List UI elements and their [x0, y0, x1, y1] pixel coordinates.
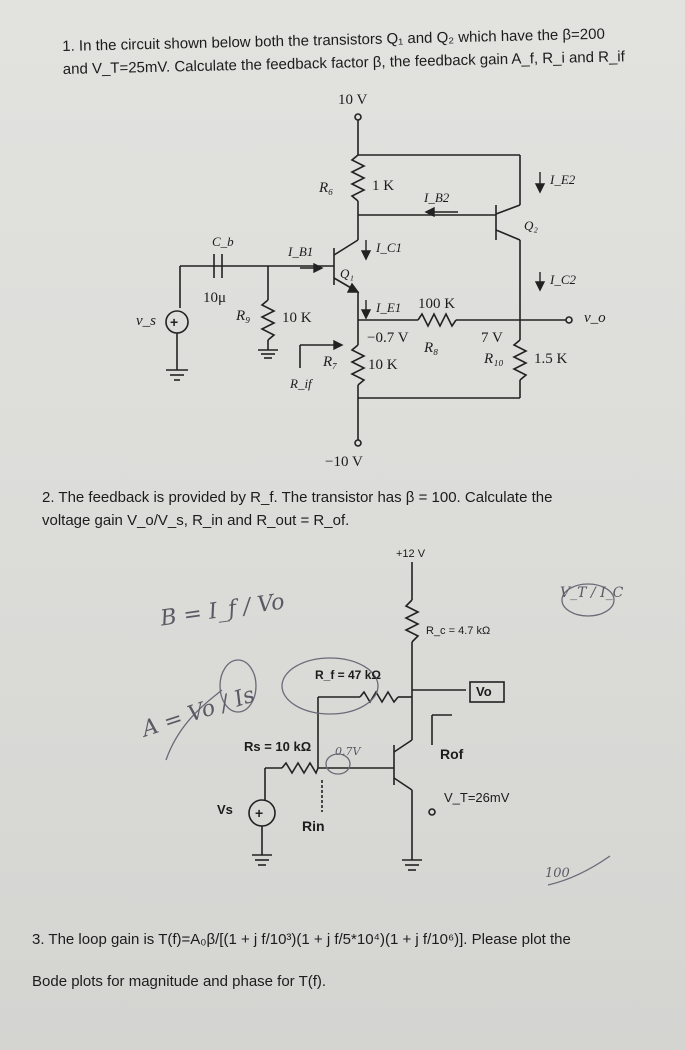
handwritten-07v: 0.7V [335, 745, 361, 758]
r7-value-label: 10 K [368, 357, 398, 373]
cb-label: C_b [212, 234, 234, 249]
question-3-line-1: 3. The loop gain is T(f)=A₀β/[(1 + j f/1… [32, 931, 571, 948]
question-2-text: 2. The feedback is provided by R_f. The … [42, 486, 662, 532]
r10-resistor [512, 339, 528, 381]
r7-label: R₇ [323, 354, 338, 370]
node-7v-label: 7 V [481, 330, 503, 346]
handwritten-vt-ic: V_T / I_C [560, 585, 624, 601]
q2-label: Q₂ [524, 218, 538, 233]
supply-bottom-label: −10 V [325, 454, 363, 470]
r9-resistor [260, 299, 276, 341]
handwritten-circle-ic [561, 583, 615, 617]
vbe-drop-label: −0.7 V [367, 330, 409, 346]
ic2-label: I_C2 [550, 272, 576, 287]
rf-label: R_f = 47 kΩ [315, 668, 381, 682]
r8-label: R₈ [424, 340, 439, 356]
r6-label: R₆ [319, 180, 334, 196]
vs-label-2: Vs [217, 802, 233, 817]
r9-value-label: 10 K [282, 310, 312, 326]
question-3-line-2: Bode plots for magnitude and phase for T… [32, 973, 327, 990]
question-2-line-1: 2. The feedback is provided by R_f. The … [42, 489, 553, 506]
vs-plus-sign: + [170, 314, 178, 330]
q1-label: Q₁ [340, 266, 354, 281]
r7-resistor [350, 344, 366, 386]
r9-label: R₉ [236, 308, 251, 324]
vt-label: V_T=26mV [444, 790, 510, 805]
ib1-label: I_B1 [288, 244, 314, 259]
rf-resistor [359, 690, 399, 704]
vs-label: v_s [136, 313, 156, 329]
r6-value-label: 1 K [372, 178, 395, 194]
r10-label: R₁₀ [484, 351, 504, 367]
cap-value-label: 10μ [203, 290, 227, 306]
supply-12v-label: +12 V [396, 548, 426, 560]
rc-resistor [404, 599, 420, 643]
ic1-label: I_C1 [376, 240, 402, 255]
rin-label: Rin [302, 818, 325, 834]
ib2-label: I_B2 [424, 190, 450, 205]
handwritten-100: 100 [545, 866, 570, 881]
ie2-label: I_E2 [550, 172, 576, 187]
vo-label-2: Vo [476, 684, 492, 699]
r8-value-label: 100 K [418, 296, 456, 312]
question-3-text: 3. The loop gain is T(f)=A₀β/[(1 + j f/1… [32, 928, 672, 990]
rs-label: Rs = 10 kΩ [244, 739, 312, 754]
question-2-line-2: voltage gain V_o/V_s, R_in and R_out = R… [42, 512, 350, 529]
handwritten-circle-rf [281, 657, 379, 715]
r6-resistor [350, 154, 366, 202]
vo-label: v_o [584, 310, 606, 326]
rs-resistor [281, 761, 319, 775]
rc-label: R_c = 4.7 kΩ [426, 625, 491, 637]
supply-top-label: 10 V [338, 92, 368, 108]
r8-resistor [417, 312, 457, 328]
ie1-label: I_E1 [376, 300, 402, 315]
svg-text:+: + [255, 805, 263, 821]
rof-label: Rof [440, 746, 464, 762]
handwritten-annotations [165, 583, 615, 886]
vo-terminal-box [469, 681, 505, 703]
rif-label: R_if [290, 376, 312, 391]
r10-value-label: 1.5 K [534, 351, 568, 367]
